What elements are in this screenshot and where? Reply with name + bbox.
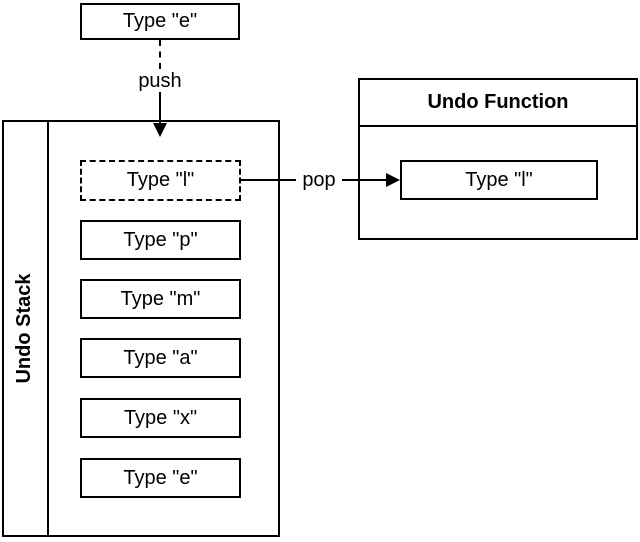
push-connector-upper-segment [159, 40, 161, 69]
node-stack-item-l: Type "l" [80, 160, 241, 201]
pop-label: pop [296, 169, 342, 191]
undo-stack-title: Undo Stack [13, 273, 35, 384]
pop-arrowhead-icon [386, 173, 400, 187]
node-type-e-input: Type "e" [80, 3, 240, 40]
node-stack-item-a: Type "a" [80, 338, 241, 378]
node-stack-item-e: Type "e" [80, 458, 241, 498]
node-stack-item-m: Type "m" [80, 279, 241, 319]
undo-stack-lane-strip [4, 122, 49, 535]
node-stack-item-p: Type "p" [80, 220, 241, 260]
node-undo-function-item: Type "l" [400, 160, 598, 200]
undo-function-title: Undo Function [360, 80, 636, 127]
undo-function-container: Undo Function [358, 78, 638, 240]
push-label: push [134, 70, 186, 92]
node-stack-item-x: Type "x" [80, 398, 241, 438]
push-arrowhead-icon [153, 123, 167, 137]
push-connector-lower-segment [159, 92, 161, 123]
